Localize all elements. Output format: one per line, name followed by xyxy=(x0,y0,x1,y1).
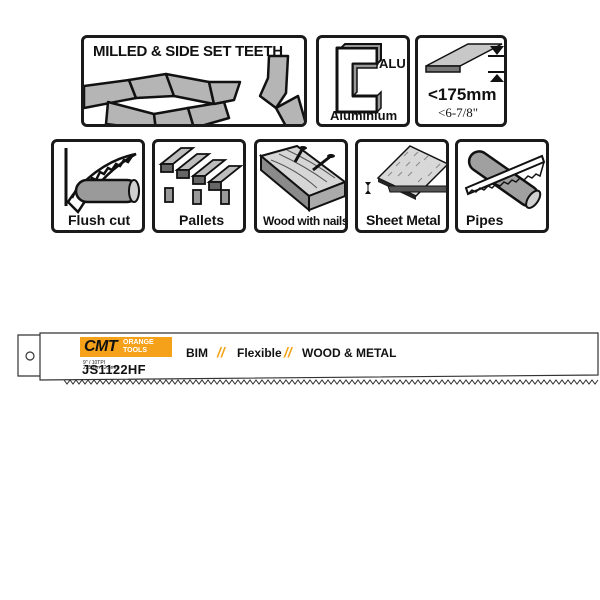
thickness-icon xyxy=(425,43,504,82)
product-code: JS1122HF xyxy=(82,362,146,377)
pipes-icon xyxy=(464,150,546,209)
flush-cut-pictogram: Flush cut xyxy=(51,139,145,233)
teeth-pictogram: MILLED & SIDE SET TEETH xyxy=(81,35,307,127)
teeth-label: MILLED & SIDE SET TEETH xyxy=(93,43,283,60)
cmt-orange-text: ORANGE xyxy=(123,339,154,346)
use-label: WOOD & METAL xyxy=(302,346,397,360)
thickness-metric: <175mm xyxy=(428,85,497,104)
material-label: BIM xyxy=(186,346,208,360)
pipes-label: Pipes xyxy=(466,212,504,228)
aluminium-label: Aluminium xyxy=(330,108,398,123)
sheet-metal-label: Sheet Metal xyxy=(366,212,441,228)
aluminium-profile-icon xyxy=(335,43,382,114)
flush-cut-label: Flush cut xyxy=(68,212,131,228)
separator-1: // xyxy=(217,344,225,360)
pipes-pictogram: Pipes xyxy=(455,139,549,233)
sheet-metal-pictogram: Sheet Metal xyxy=(355,139,449,233)
cutting-thickness-pictogram: <175mm <6-7/8" xyxy=(415,35,507,127)
pallet-icon xyxy=(158,147,243,205)
blade-spec-2: 225mm / 2,5mm xyxy=(83,365,120,371)
type-label: Flexible xyxy=(237,346,282,360)
cmt-logo-box xyxy=(80,337,172,357)
pallets-label: Pallets xyxy=(179,212,225,228)
thickness-imperial: <6-7/8" xyxy=(438,105,479,120)
blade-spec-1: 9" / 10TPI xyxy=(83,360,106,366)
flush-cut-icon xyxy=(64,148,140,215)
aluminium-pictogram: ALU Aluminium xyxy=(316,35,410,127)
pallets-pictogram: Pallets xyxy=(152,139,246,233)
alu-badge: ALU xyxy=(379,56,406,71)
separator-2: // xyxy=(284,344,292,360)
milled-teeth-icon xyxy=(84,54,304,124)
cmt-tools-text: TOOLS xyxy=(123,347,147,354)
blade-teeth xyxy=(63,379,599,385)
sheet-metal-icon xyxy=(365,145,446,200)
cmt-logo: CMT xyxy=(84,338,118,355)
wood-with-nails-pictogram: Wood with nails xyxy=(254,139,348,233)
wood-nails-icon xyxy=(258,144,345,213)
wood-nails-label: Wood with nails xyxy=(263,214,348,228)
